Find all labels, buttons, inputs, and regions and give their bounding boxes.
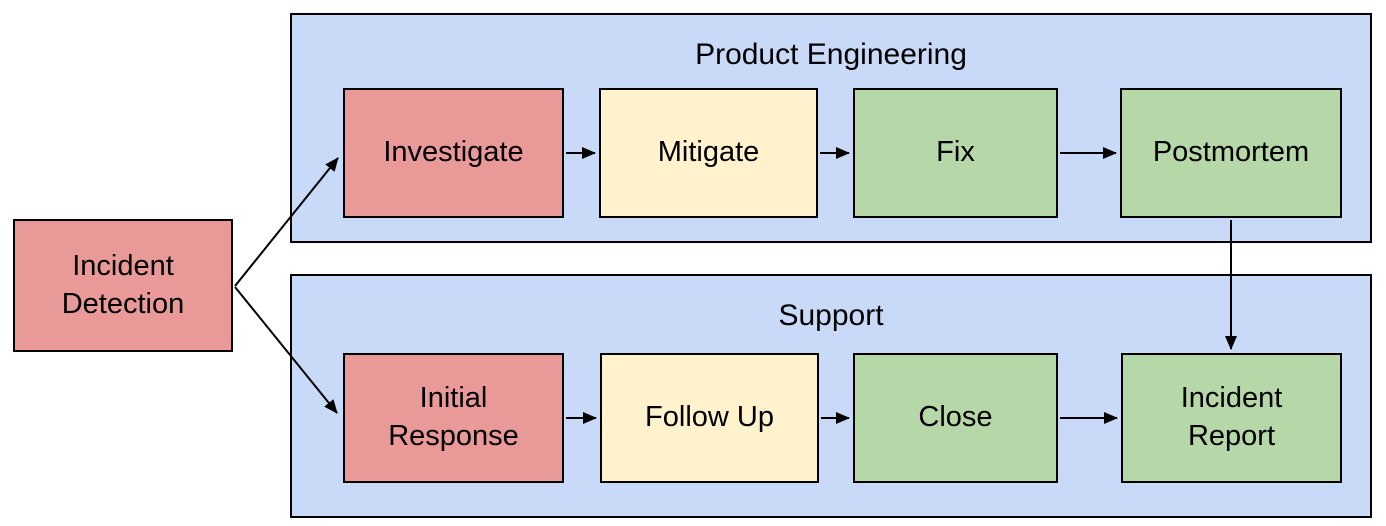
node-incident-report-label: Incident Report [1180, 382, 1283, 452]
node-incident-detection-label: Incident Detection [61, 249, 185, 320]
lane-title-support: Support [778, 299, 884, 332]
node-initial-response: Initial Response [343, 353, 564, 483]
node-close-label: Close [918, 401, 993, 434]
lane-title-product-engineering: Product Engineering [695, 38, 967, 71]
node-fix-label: Fix [936, 136, 975, 169]
node-investigate: Investigate [343, 88, 564, 218]
node-mitigate: Mitigate [599, 88, 818, 218]
node-initial-response-label: Initial Response [388, 382, 519, 452]
node-follow-up: Follow Up [600, 353, 819, 483]
node-investigate-label: Investigate [383, 136, 524, 169]
node-incident-report: Incident Report [1121, 353, 1342, 483]
node-fix: Fix [853, 88, 1058, 218]
node-follow-up-label: Follow Up [645, 401, 774, 434]
node-close: Close [853, 353, 1058, 483]
node-postmortem-label: Postmortem [1152, 136, 1310, 169]
node-incident-detection: Incident Detection [13, 219, 233, 352]
node-postmortem: Postmortem [1120, 88, 1342, 218]
node-mitigate-label: Mitigate [657, 136, 760, 169]
